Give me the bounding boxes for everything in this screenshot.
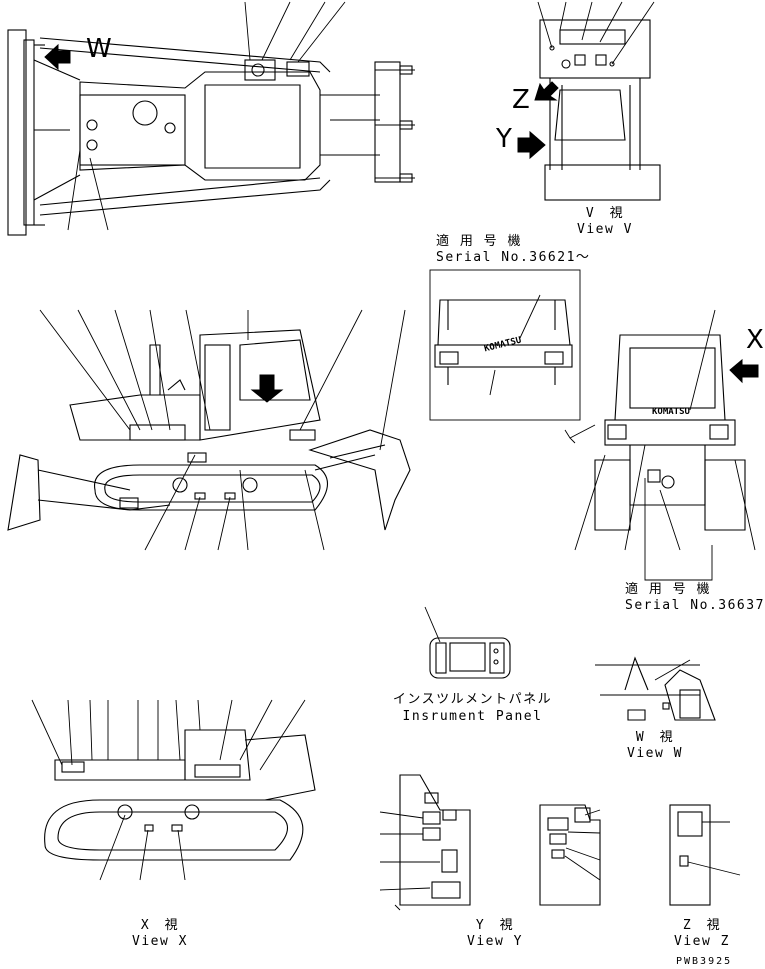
view-y-jp: Y 視 [475,918,515,933]
view-z-drawing [669,804,741,906]
serial-note-1-jp: 適 用 号 機 [436,234,522,249]
serial-note-1-en: Serial No.36621～ [436,250,591,265]
serial-note-2-en: Serial No.36637～ [625,598,765,613]
side-view-dozer [7,309,411,551]
view-v-jp: V 視 [585,206,625,221]
view-v-drawing [517,1,661,201]
view-z-jp: Z 視 [682,918,722,933]
view-w-en: View W [627,746,683,761]
view-y-en: View Y [467,934,523,949]
serial-36621-detail [429,269,581,421]
serial-note-2-jp: 適 用 号 機 [625,582,711,597]
instrument-panel-en: Insrument Panel [402,709,543,724]
instrument-panel-drawing [424,606,511,679]
arrow-w-letter: W [86,34,112,64]
view-x-jp: X 視 [140,918,180,933]
view-x-en: View X [132,934,188,949]
view-w-jp: W 視 [635,730,675,745]
top-view-dozer [7,1,415,236]
arrow-z-letter: Z [512,85,530,115]
view-w-drawing [595,656,716,721]
view-y-drawing [379,774,471,911]
view-z-en: View Z [674,934,730,949]
arrow-x-letter: X [746,325,764,355]
arrow-y-letter: Y [496,124,512,154]
view-z-side-drawing [539,804,601,906]
instrument-panel-jp: インスツルメントパネル [392,692,553,707]
drawing-code: PWB3925 [676,956,733,967]
view-x-drawing [31,699,316,881]
komatsu-logo-rear: KOMATSU [652,407,690,417]
rear-view-dozer [564,309,759,581]
view-v-en: View V [577,222,633,237]
